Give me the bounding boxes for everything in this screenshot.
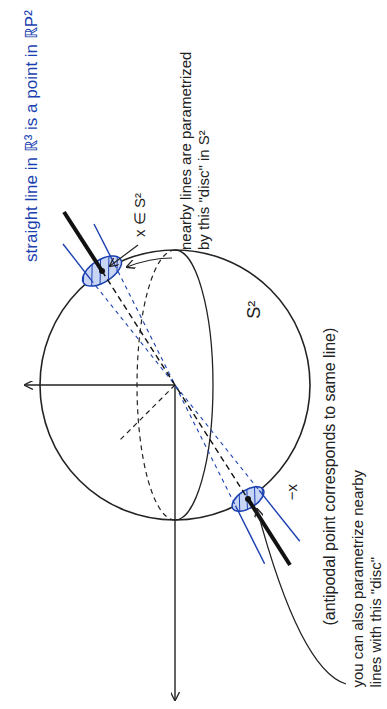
title-note: straight line in ℝ³ is a point in ℝP²: [22, 10, 42, 290]
sphere-label: S²: [244, 290, 266, 330]
annotation: you can also parametrize nearby lines wi…: [348, 443, 384, 688]
annotation: (antipodal point corresponds to same lin…: [320, 215, 339, 625]
point-label: x ∈ S²: [131, 185, 149, 245]
point-label: −x: [283, 472, 301, 512]
annotation: nearby lines are parametrized by this "d…: [177, 50, 213, 250]
